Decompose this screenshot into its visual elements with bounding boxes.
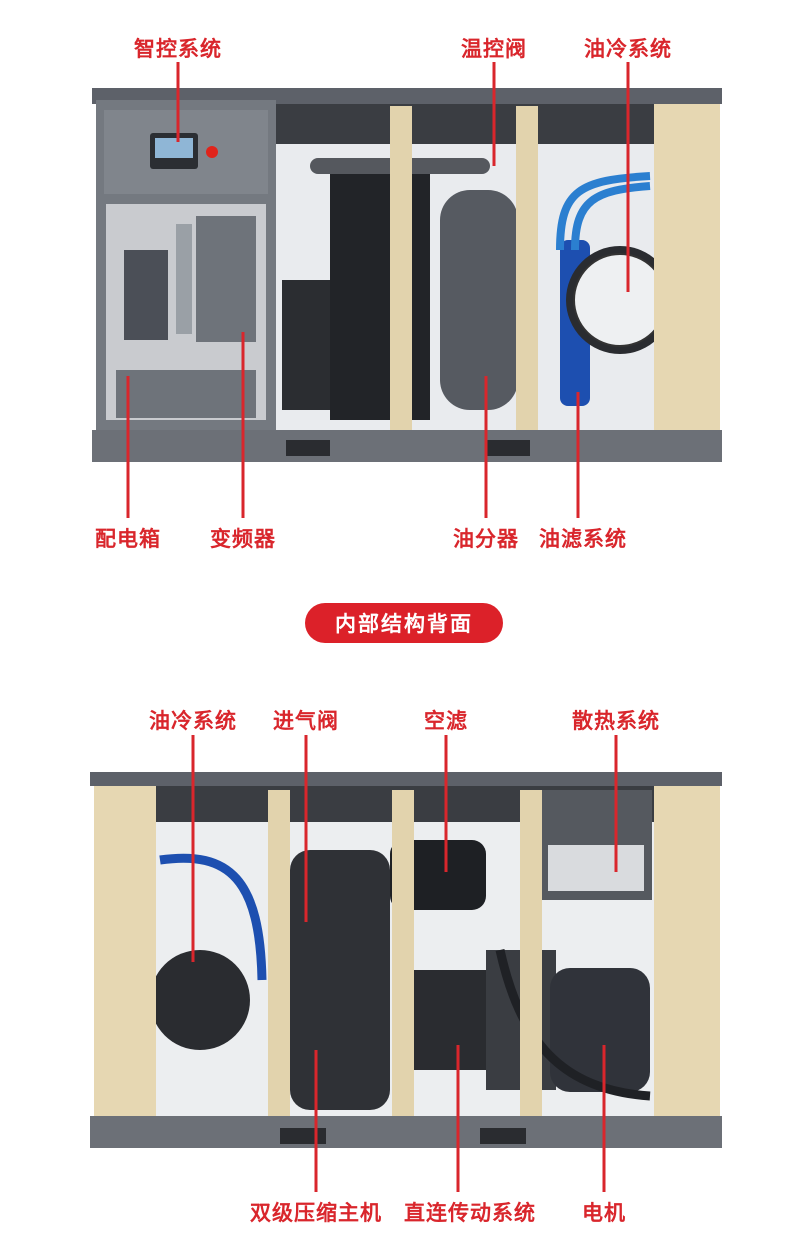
label-oil-cooling-back: 油冷系统 [149, 709, 237, 733]
label-inverter: 变频器 [210, 527, 276, 551]
back-machine [90, 772, 722, 1148]
label-oil-cooling-front: 油冷系统 [584, 37, 672, 61]
label-oil-filter: 油滤系统 [539, 527, 627, 551]
label-direct-drive: 直连传动系统 [404, 1201, 536, 1225]
section-title-badge: 内部结构背面 [305, 603, 503, 643]
label-smart-control: 智控系统 [134, 37, 222, 61]
label-intake-valve: 进气阀 [273, 709, 339, 733]
label-oil-separator: 油分器 [453, 527, 519, 551]
control-cabinet [96, 100, 276, 430]
label-motor: 电机 [582, 1201, 626, 1225]
label-distribution-box: 配电箱 [95, 527, 161, 551]
label-two-stage-airend: 双级压缩主机 [250, 1201, 382, 1225]
label-cooling-system: 散热系统 [572, 709, 660, 733]
label-air-filter: 空滤 [424, 709, 468, 733]
label-thermostatic-valve: 温控阀 [461, 37, 527, 61]
front-machine [92, 88, 722, 462]
leader-lines [126, 62, 630, 1192]
